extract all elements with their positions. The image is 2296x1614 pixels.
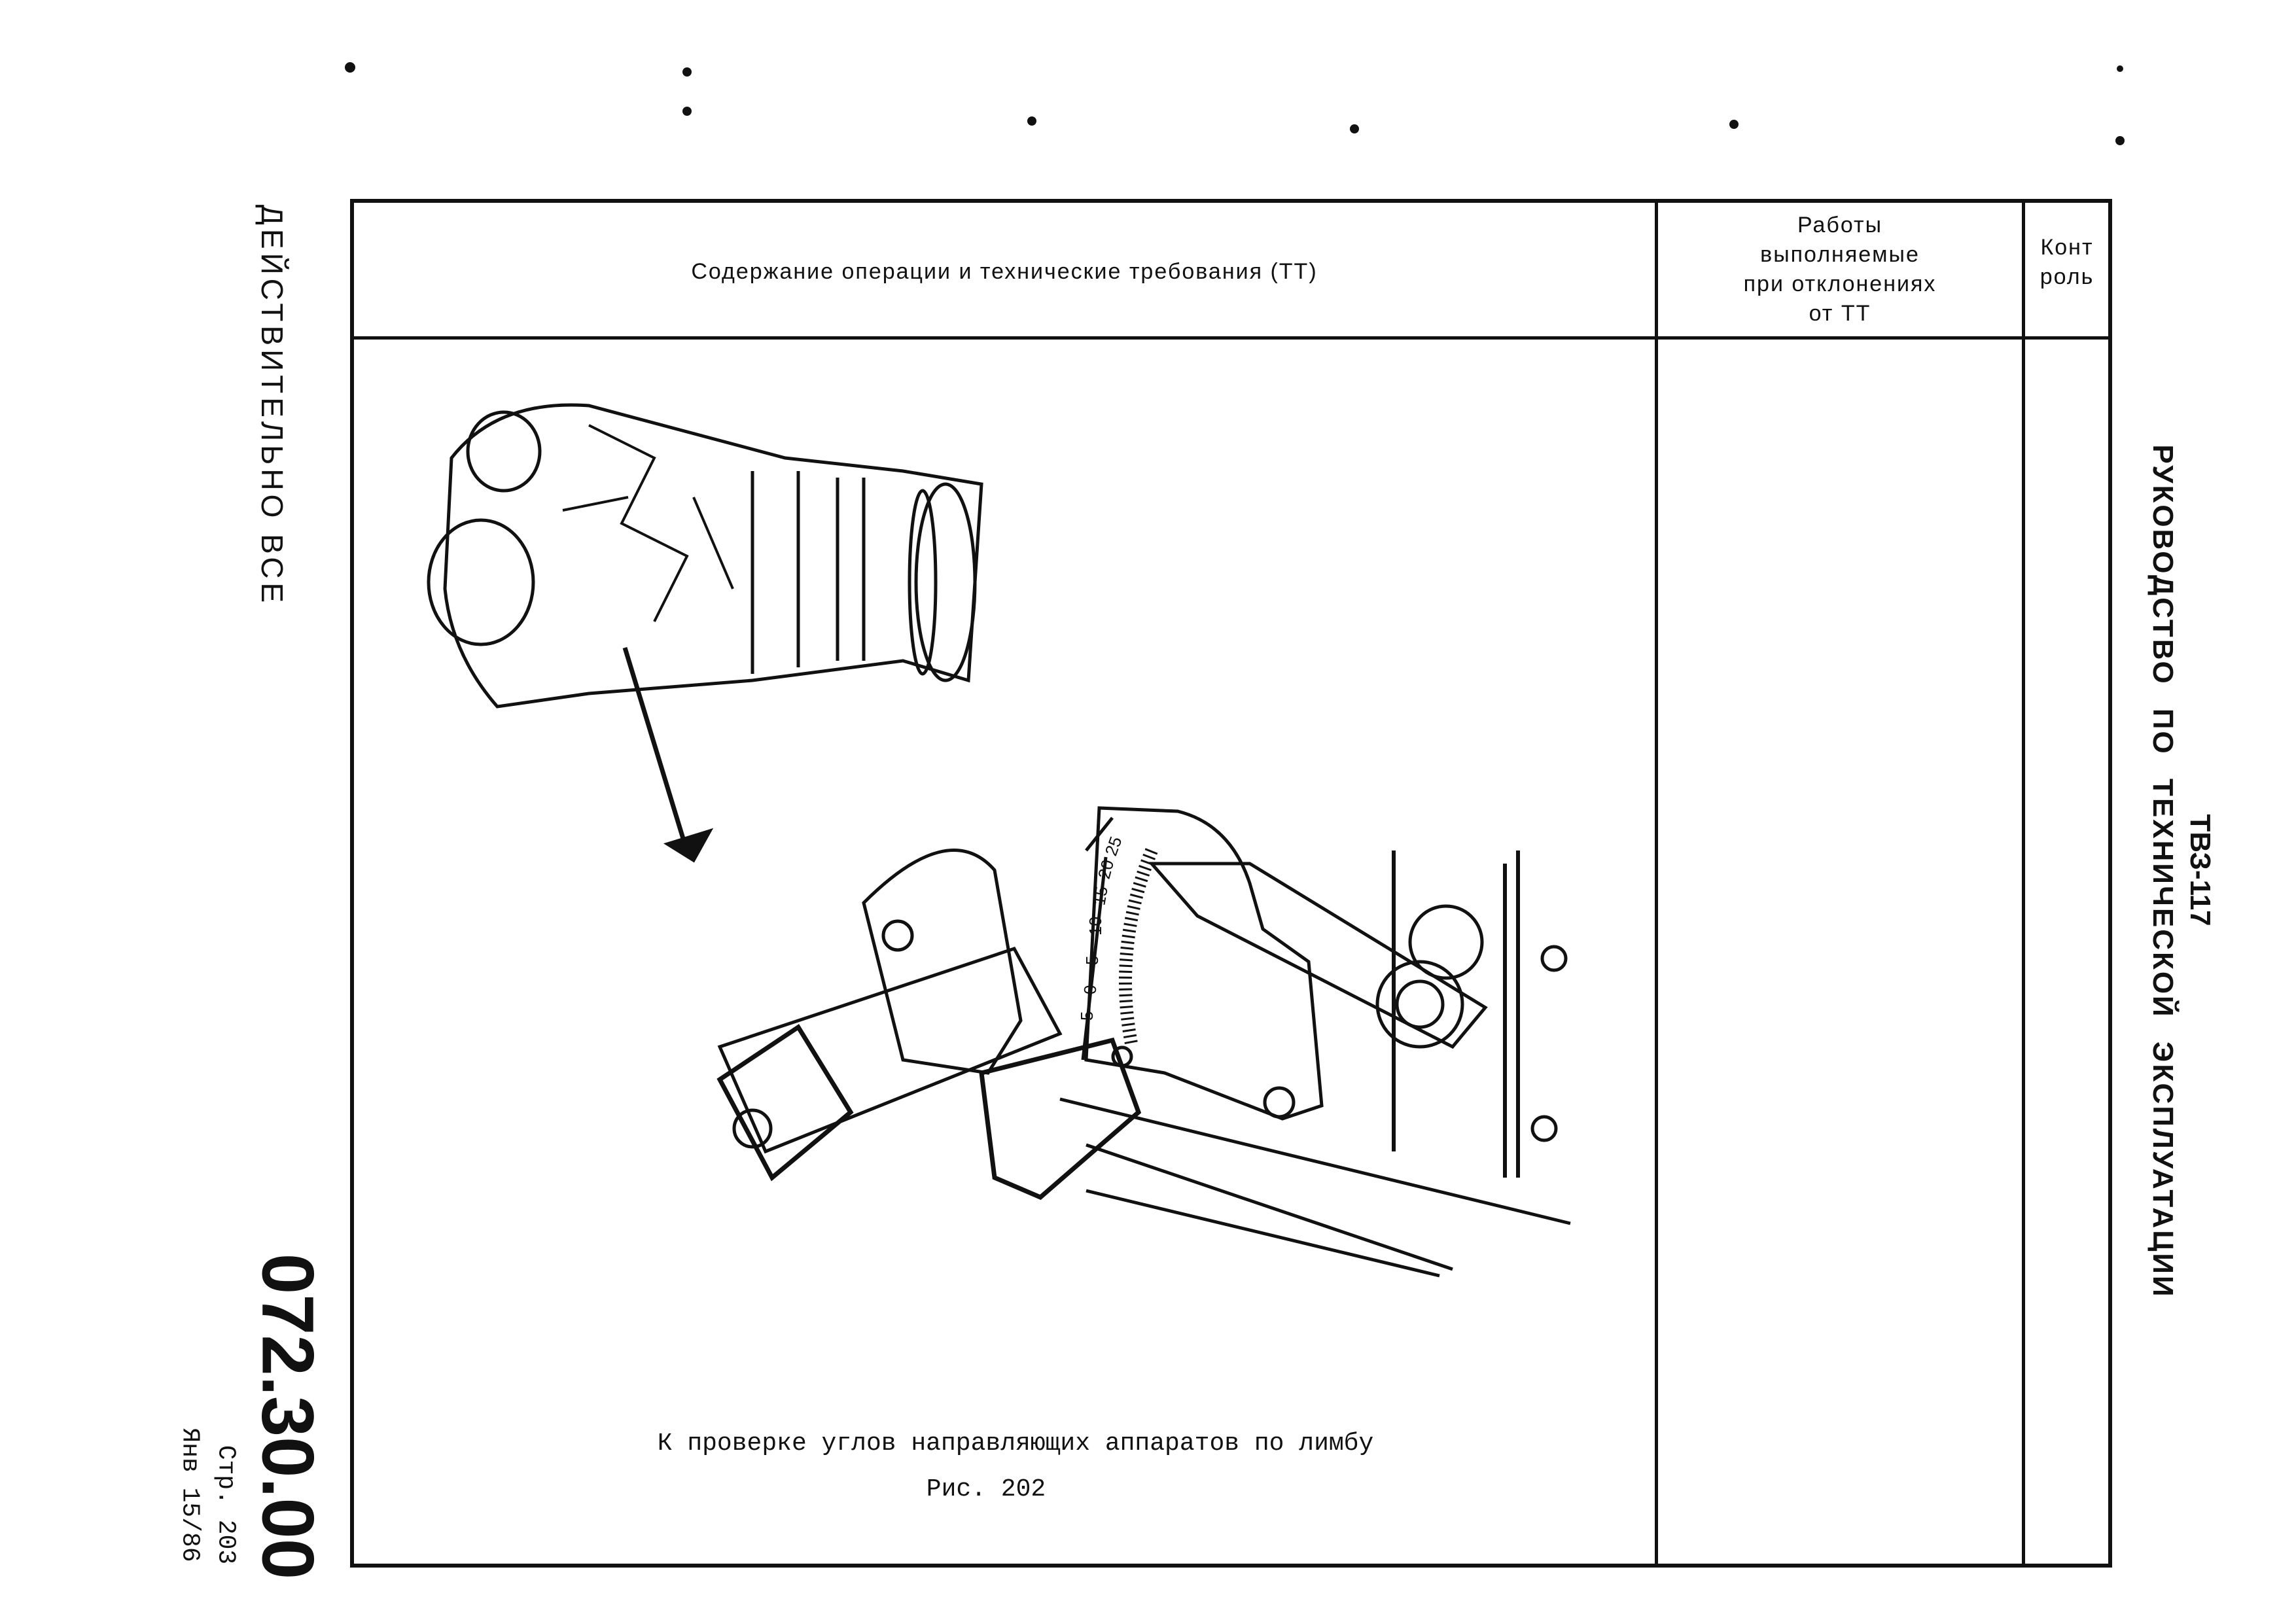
guide-vane-mechanism <box>716 806 1571 1278</box>
limb-scale-labels: 5 0 5 10 15 20 25 <box>1077 834 1126 1021</box>
scale-label: 20 <box>1094 858 1118 881</box>
figure-caption: К проверке углов направляющих аппаратов … <box>657 1430 1374 1458</box>
header-divider <box>350 336 2112 340</box>
header-line: при отклонениях <box>1743 272 1937 296</box>
header-line: от ТТ <box>1809 301 1871 326</box>
scale-label: 5 <box>1077 1011 1097 1021</box>
figure-label: Рис. 202 <box>926 1475 1046 1503</box>
engine-drawing <box>427 403 983 709</box>
operation-table <box>350 199 2112 1568</box>
column-divider <box>2022 199 2025 1568</box>
scale-label: 25 <box>1101 834 1125 858</box>
header-line: Конт <box>2040 235 2094 260</box>
arrow-pointer <box>622 646 714 863</box>
scale-label: 0 <box>1080 985 1100 994</box>
header-deviation-works: Работы выполняемые при отклонениях от ТТ <box>1658 211 2022 328</box>
scale-label: 10 <box>1086 917 1105 936</box>
header-line: роль <box>2040 264 2094 289</box>
header-line: Работы <box>1797 213 1883 237</box>
header-content: Содержание операции и технические требов… <box>691 259 1318 284</box>
column-divider <box>1655 199 1658 1568</box>
header-line: выполняемые <box>1760 242 1920 267</box>
header-control: Конт роль <box>2025 233 2109 292</box>
scale-label: 15 <box>1089 885 1112 907</box>
scale-label: 5 <box>1082 956 1102 965</box>
